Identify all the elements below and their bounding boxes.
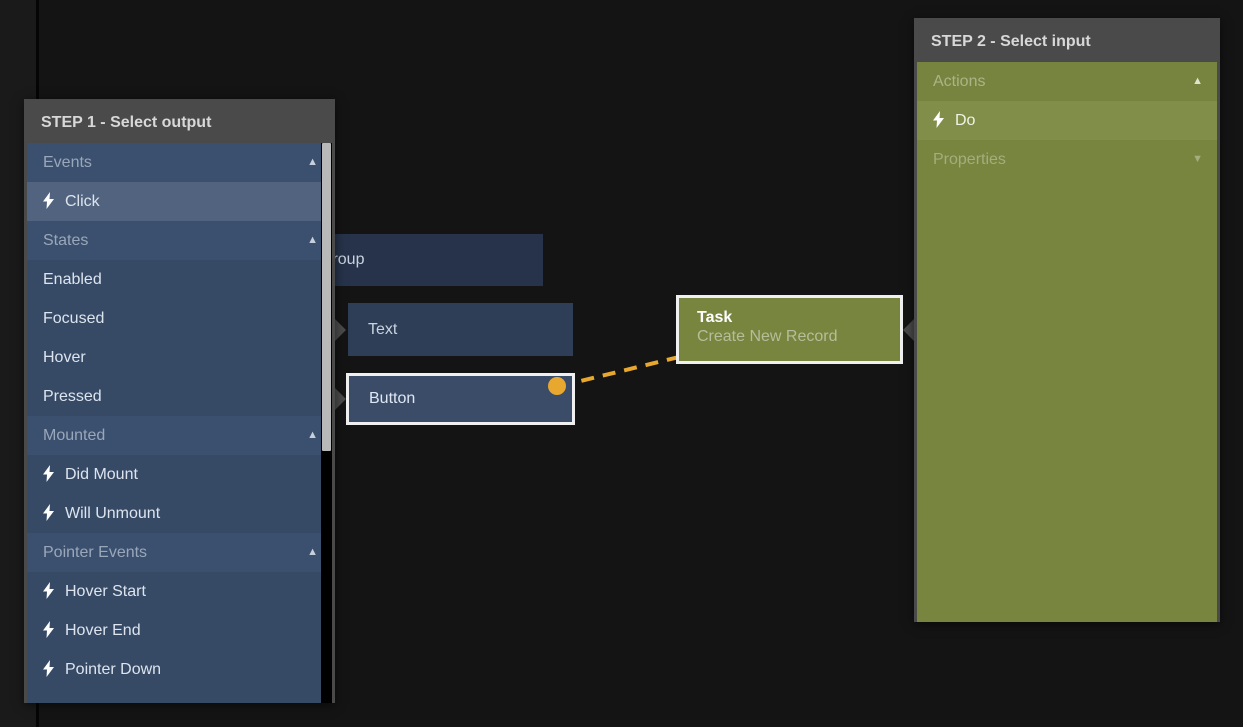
bolt-icon	[43, 464, 65, 485]
chevron-up-icon[interactable]: ▲	[307, 156, 318, 168]
list-item-label: Do	[955, 111, 976, 129]
list-item-did-mount[interactable]: Did Mount	[27, 455, 332, 494]
bolt-icon	[43, 659, 65, 680]
section-header-label: Mounted	[43, 426, 106, 444]
node-task[interactable]: Task Create New Record	[676, 295, 903, 364]
bolt-icon	[43, 503, 65, 524]
section-header-properties[interactable]: Properties ▼	[917, 140, 1217, 179]
list-item-label: Focused	[43, 309, 105, 327]
list-item-focused[interactable]: Focused	[27, 299, 332, 338]
step1-scrollbar-thumb[interactable]	[322, 143, 331, 451]
step2-title: STEP 2 - Select input	[917, 21, 1217, 62]
list-item-label: Hover End	[65, 621, 141, 639]
list-item-label: Pressed	[43, 387, 102, 405]
chevron-up-icon[interactable]: ▲	[307, 546, 318, 558]
list-item-do[interactable]: Do	[917, 101, 1217, 140]
list-item-pressed[interactable]: Pressed	[27, 377, 332, 416]
button-output-port-icon[interactable]	[546, 375, 572, 401]
section-header-mounted[interactable]: Mounted ▲	[27, 416, 332, 455]
list-item-hover[interactable]: Hover	[27, 338, 332, 377]
node-group[interactable]: Group	[300, 234, 543, 286]
bolt-icon	[933, 110, 955, 131]
step1-scrollbar[interactable]	[321, 143, 332, 703]
list-item-label: Pointer Down	[65, 660, 162, 678]
section-header-label: Properties	[933, 150, 1006, 168]
list-item-label: Did Mount	[65, 465, 138, 483]
text-input-port-icon	[333, 317, 346, 343]
node-text-label: Text	[368, 320, 398, 338]
list-item-will-unmount[interactable]: Will Unmount	[27, 494, 332, 533]
node-button[interactable]: Button	[346, 373, 575, 425]
chevron-up-icon[interactable]: ▲	[307, 429, 318, 441]
list-item-label: Hover	[43, 348, 86, 366]
section-header-actions[interactable]: Actions ▲	[917, 62, 1217, 101]
chevron-down-icon[interactable]: ▼	[1192, 153, 1203, 165]
node-button-label: Button	[369, 390, 416, 407]
section-header-label: States	[43, 231, 89, 249]
list-item-hover-end[interactable]: Hover End	[27, 611, 332, 650]
section-header-label: Events	[43, 153, 92, 171]
list-item-label: Will Unmount	[65, 504, 161, 522]
list-item-enabled[interactable]: Enabled	[27, 260, 332, 299]
chevron-up-icon[interactable]: ▲	[307, 234, 318, 246]
section-header-events[interactable]: Events ▲	[27, 143, 332, 182]
bolt-icon	[43, 191, 65, 212]
list-item-label: Hover Start	[65, 582, 146, 600]
section-header-label: Pointer Events	[43, 543, 148, 561]
list-item-click[interactable]: Click	[27, 182, 332, 221]
node-task-label: Task	[697, 309, 733, 326]
node-task-sublabel: Create New Record	[697, 328, 838, 345]
chevron-up-icon[interactable]: ▲	[1192, 75, 1203, 87]
list-item-pointer-down[interactable]: Pointer Down	[27, 650, 332, 689]
list-item-hover-start[interactable]: Hover Start	[27, 572, 332, 611]
button-input-port-icon	[333, 386, 346, 412]
bolt-icon	[43, 581, 65, 602]
list-item-label: Enabled	[43, 270, 102, 288]
section-header-states[interactable]: States ▲	[27, 221, 332, 260]
step1-title: STEP 1 - Select output	[27, 102, 332, 143]
section-header-label: Actions	[933, 72, 986, 90]
task-input-port-icon	[903, 317, 916, 343]
bolt-icon	[43, 620, 65, 641]
node-text[interactable]: Text	[348, 303, 573, 356]
section-header-pointer-events[interactable]: Pointer Events ▲	[27, 533, 332, 572]
list-item-label: Click	[65, 192, 100, 210]
